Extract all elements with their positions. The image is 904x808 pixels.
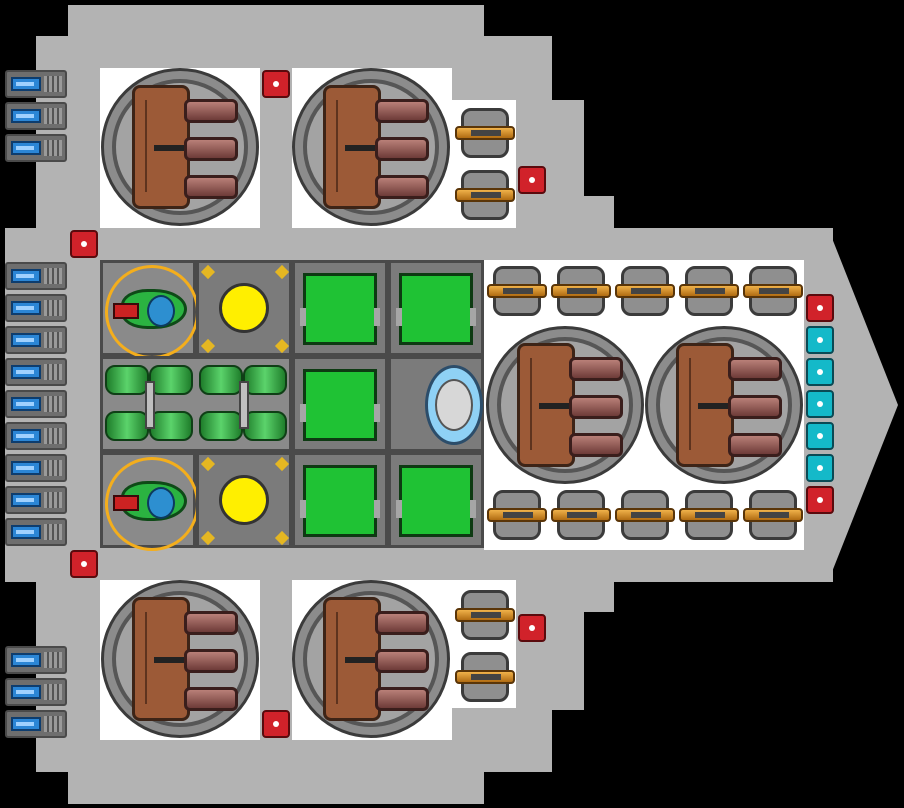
turret[interactable] [645, 326, 803, 484]
connector[interactable] [5, 710, 67, 738]
connector[interactable] [5, 518, 67, 546]
connector[interactable] [5, 454, 67, 482]
cyan-node[interactable] [806, 390, 834, 418]
green-room[interactable] [388, 260, 484, 356]
connector[interactable] [5, 326, 67, 354]
red-node[interactable] [262, 710, 290, 738]
connector[interactable] [5, 294, 67, 322]
red-node[interactable] [806, 294, 834, 322]
connector[interactable] [5, 678, 67, 706]
green-room[interactable] [388, 452, 484, 548]
fighter-bay[interactable] [100, 260, 199, 359]
cyan-node[interactable] [806, 326, 834, 354]
hull-nose [828, 228, 898, 582]
red-node[interactable] [518, 166, 546, 194]
turret[interactable] [292, 68, 450, 226]
gun-emplacement[interactable] [679, 488, 739, 542]
turret[interactable] [101, 68, 259, 226]
gun-emplacement[interactable] [455, 106, 515, 160]
red-node[interactable] [262, 70, 290, 98]
turret[interactable] [486, 326, 644, 484]
connector[interactable] [5, 390, 67, 418]
gun-emplacement[interactable] [487, 488, 547, 542]
green-room[interactable] [292, 356, 388, 452]
gun-emplacement[interactable] [487, 264, 547, 318]
red-node[interactable] [70, 550, 98, 578]
gun-emplacement[interactable] [743, 264, 803, 318]
cyan-node[interactable] [806, 422, 834, 450]
gun-emplacement[interactable] [455, 168, 515, 222]
connector[interactable] [5, 102, 67, 130]
gun-emplacement[interactable] [743, 488, 803, 542]
fuel-tanks[interactable] [100, 356, 292, 452]
hull-bottom [68, 764, 484, 804]
connector[interactable] [5, 646, 67, 674]
connector[interactable] [5, 358, 67, 386]
red-node[interactable] [70, 230, 98, 258]
gun-emplacement[interactable] [551, 264, 611, 318]
turret[interactable] [101, 580, 259, 738]
green-room[interactable] [292, 260, 388, 356]
connector[interactable] [5, 486, 67, 514]
gun-emplacement[interactable] [615, 488, 675, 542]
red-node[interactable] [806, 486, 834, 514]
connector[interactable] [5, 262, 67, 290]
connector[interactable] [5, 70, 67, 98]
fighter-bay[interactable] [100, 452, 199, 551]
connector[interactable] [5, 422, 67, 450]
reactor[interactable] [196, 260, 292, 356]
gun-emplacement[interactable] [455, 588, 515, 642]
reactor[interactable] [196, 452, 292, 548]
cyan-node[interactable] [806, 358, 834, 386]
turret[interactable] [292, 580, 450, 738]
green-room[interactable] [292, 452, 388, 548]
connector[interactable] [5, 134, 67, 162]
gun-emplacement[interactable] [679, 264, 739, 318]
gun-emplacement[interactable] [551, 488, 611, 542]
cyan-node[interactable] [806, 454, 834, 482]
red-node[interactable] [518, 614, 546, 642]
gun-emplacement[interactable] [455, 650, 515, 704]
sensor-array[interactable] [388, 356, 484, 452]
gun-emplacement[interactable] [615, 264, 675, 318]
